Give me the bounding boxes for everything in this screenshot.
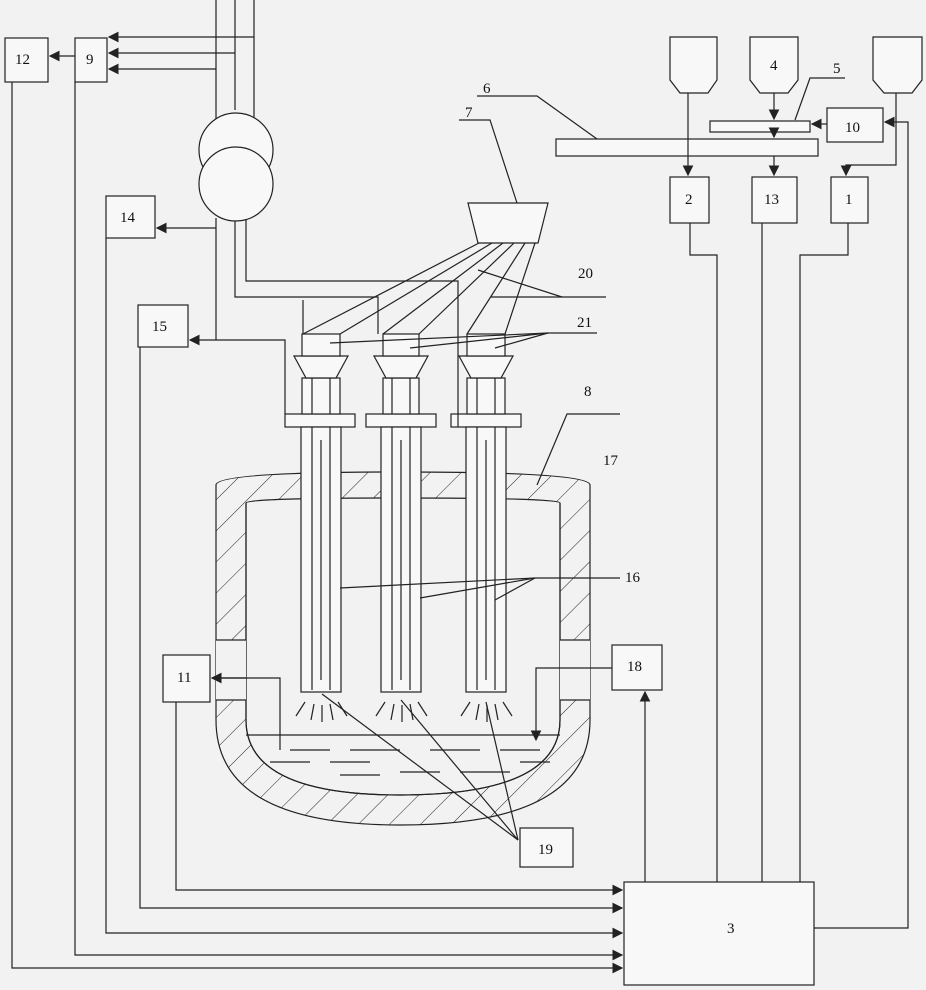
transformer <box>198 0 459 427</box>
hopper-7 <box>302 202 549 335</box>
callout-17: 17 <box>603 453 619 469</box>
callout-5: 5 <box>833 61 841 77</box>
arc-rays <box>295 701 513 722</box>
label-1: 1 <box>845 192 853 208</box>
signal-lines <box>11 31 909 974</box>
label-11: 11 <box>177 670 191 686</box>
callout-20: 20 <box>578 266 593 282</box>
label-12: 12 <box>15 52 30 68</box>
label-2: 2 <box>685 192 693 208</box>
conveyors <box>555 120 819 157</box>
leader-lines <box>321 77 845 841</box>
labels: 12 9 14 15 11 18 19 3 2 13 1 10 4 6 7 5 … <box>15 52 860 937</box>
electrode-1 <box>284 333 356 693</box>
electrode-2 <box>365 333 437 693</box>
callout-8: 8 <box>584 384 592 400</box>
electrode-3 <box>450 333 522 693</box>
label-13: 13 <box>764 192 779 208</box>
label-15: 15 <box>152 319 167 335</box>
label-10: 10 <box>845 120 860 136</box>
boxes <box>4 37 884 986</box>
bins <box>669 36 923 94</box>
label-3: 3 <box>727 921 735 937</box>
melt-bath <box>246 734 560 776</box>
callout-16: 16 <box>625 570 641 586</box>
callout-7: 7 <box>465 105 473 121</box>
label-19: 19 <box>538 842 553 858</box>
callout-6: 6 <box>483 81 491 97</box>
callout-21: 21 <box>577 315 592 331</box>
label-4: 4 <box>770 58 778 74</box>
label-9: 9 <box>86 52 94 68</box>
label-18: 18 <box>627 659 642 675</box>
label-14: 14 <box>120 210 136 226</box>
